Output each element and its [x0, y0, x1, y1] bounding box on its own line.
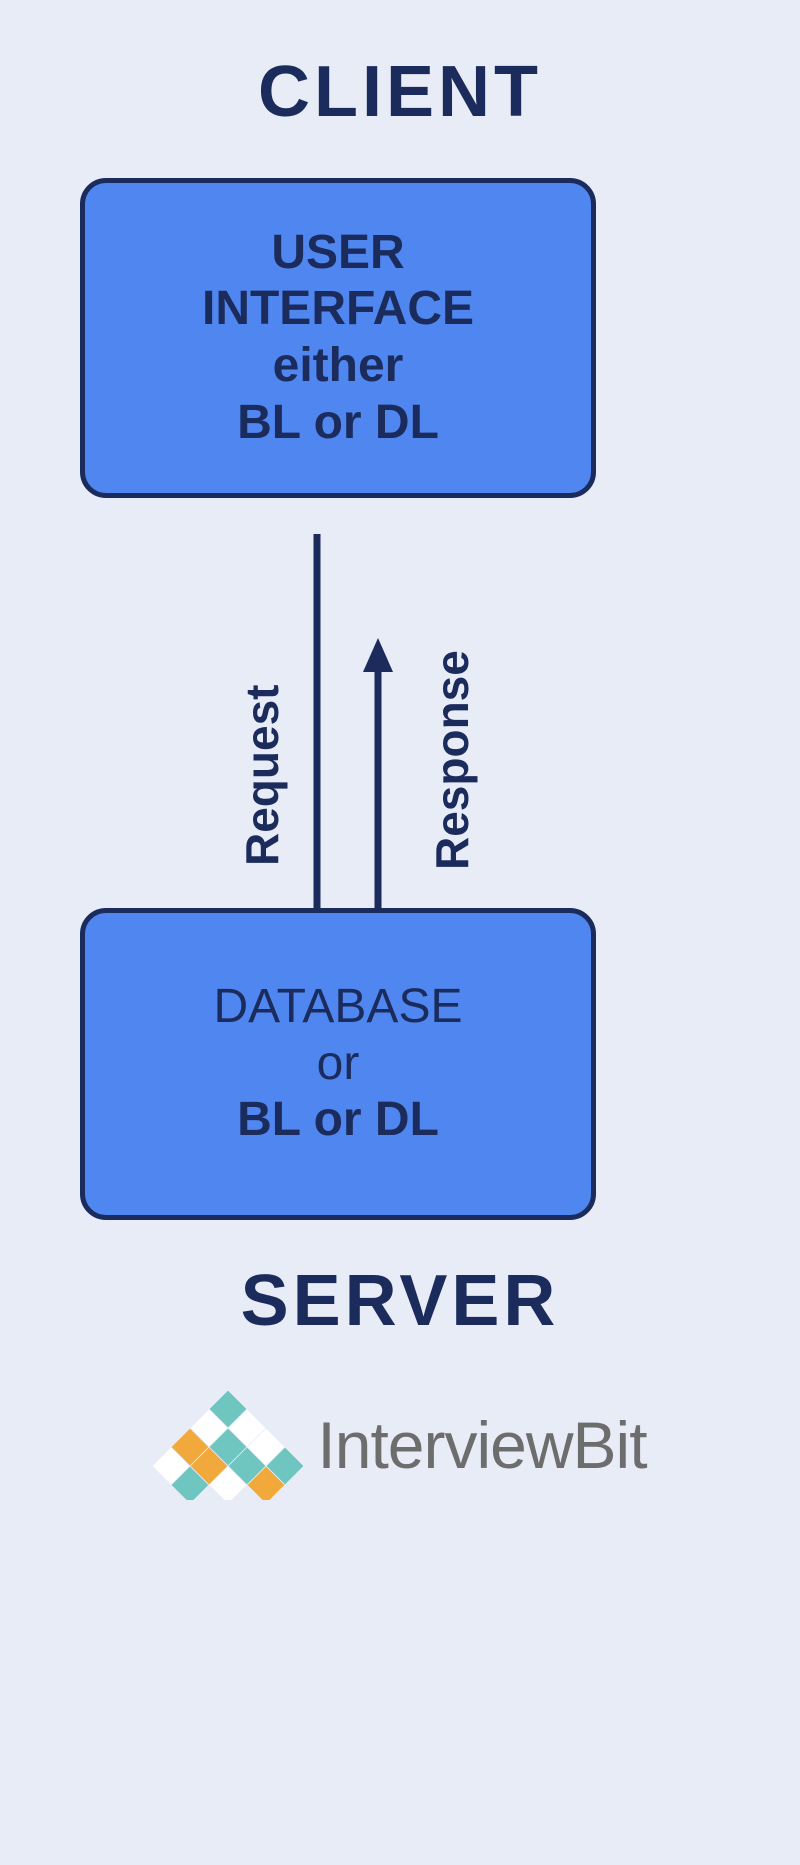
- server-node-box: DATABASE or BL or DL: [80, 908, 596, 1220]
- client-box-line-3: either: [272, 339, 404, 392]
- client-box-line-1: USER: [271, 225, 405, 279]
- server-section-title: SERVER: [240, 1261, 560, 1341]
- response-arrow-label: Response: [426, 650, 478, 870]
- client-box-line-4: BL or DL: [237, 395, 439, 449]
- interviewbit-wordmark: InterviewBit: [317, 1412, 647, 1478]
- interviewbit-diamond-mark-icon: [153, 1390, 304, 1500]
- server-box-line-2: or: [316, 1036, 360, 1090]
- response-arrow-icon: [363, 638, 393, 910]
- logo-word-bit: Bit: [572, 1408, 648, 1482]
- client-node-box: USER INTERFACE either BL or DL: [80, 178, 596, 498]
- client-section-title: CLIENT: [258, 52, 542, 132]
- request-arrow-label: Request: [236, 684, 288, 866]
- request-arrow-icon: [313, 534, 321, 910]
- server-box-line-1: DATABASE: [213, 980, 463, 1034]
- server-box-line-3: BL or DL: [237, 1093, 439, 1147]
- logo-word-interview: Interview: [317, 1408, 573, 1482]
- interviewbit-logo: InterviewBit: [0, 1370, 800, 1520]
- flow-arrows-svg: [313, 534, 393, 910]
- client-box-line-2: INTERFACE: [201, 282, 474, 336]
- request-response-flow: Request Response: [80, 520, 596, 910]
